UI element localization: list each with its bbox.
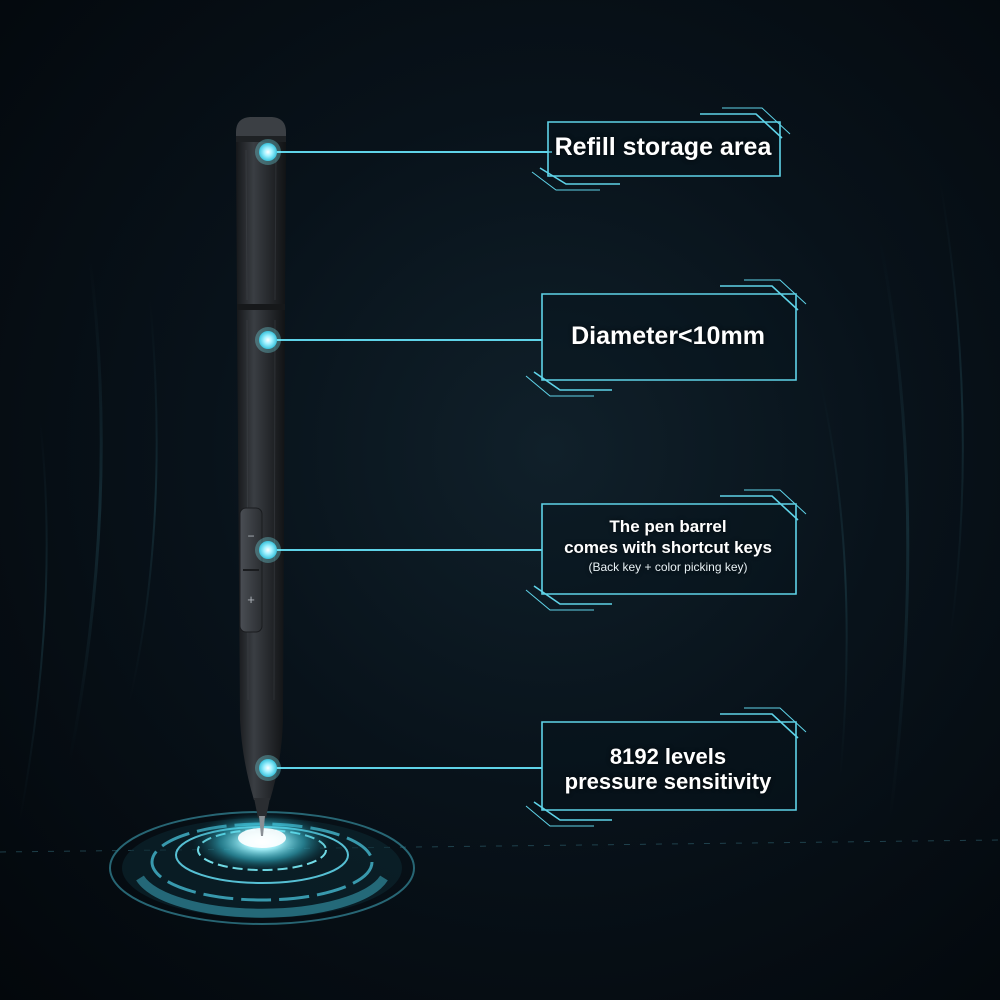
callout-pressure-sensitivity: 8192 levels pressure sensitivity — [548, 744, 788, 794]
connector-lines — [268, 151, 552, 769]
frame-refill — [531, 107, 791, 191]
frame-pressure — [525, 707, 807, 827]
glow-platform — [109, 811, 415, 925]
callout-pressure-line2: pressure sensitivity — [564, 769, 772, 794]
callout-pressure-line1: 8192 levels — [609, 744, 727, 769]
frame-diameter — [525, 279, 807, 397]
callout-refill-storage: Refill storage area — [552, 132, 774, 162]
color-picking-key-symbol: + — [247, 592, 255, 607]
callout-keys-line1: The pen barrel — [609, 517, 727, 536]
callout-keys-line3: (Back key + color picking key) — [588, 560, 748, 574]
callout-keys-line2: comes with shortcut keys — [564, 538, 772, 557]
frame-keys — [525, 489, 807, 611]
marker-dots — [255, 139, 281, 781]
stylus-pen — [236, 117, 286, 836]
callout-shortcut-keys: The pen barrel comes with shortcut keys … — [548, 516, 788, 576]
callout-diameter: Diameter<10mm — [548, 320, 788, 352]
back-key-symbol: − — [247, 529, 254, 543]
callout-refill-title: Refill storage area — [554, 133, 772, 161]
callout-diameter-title: Diameter<10mm — [571, 322, 765, 350]
label-frames — [525, 107, 807, 827]
